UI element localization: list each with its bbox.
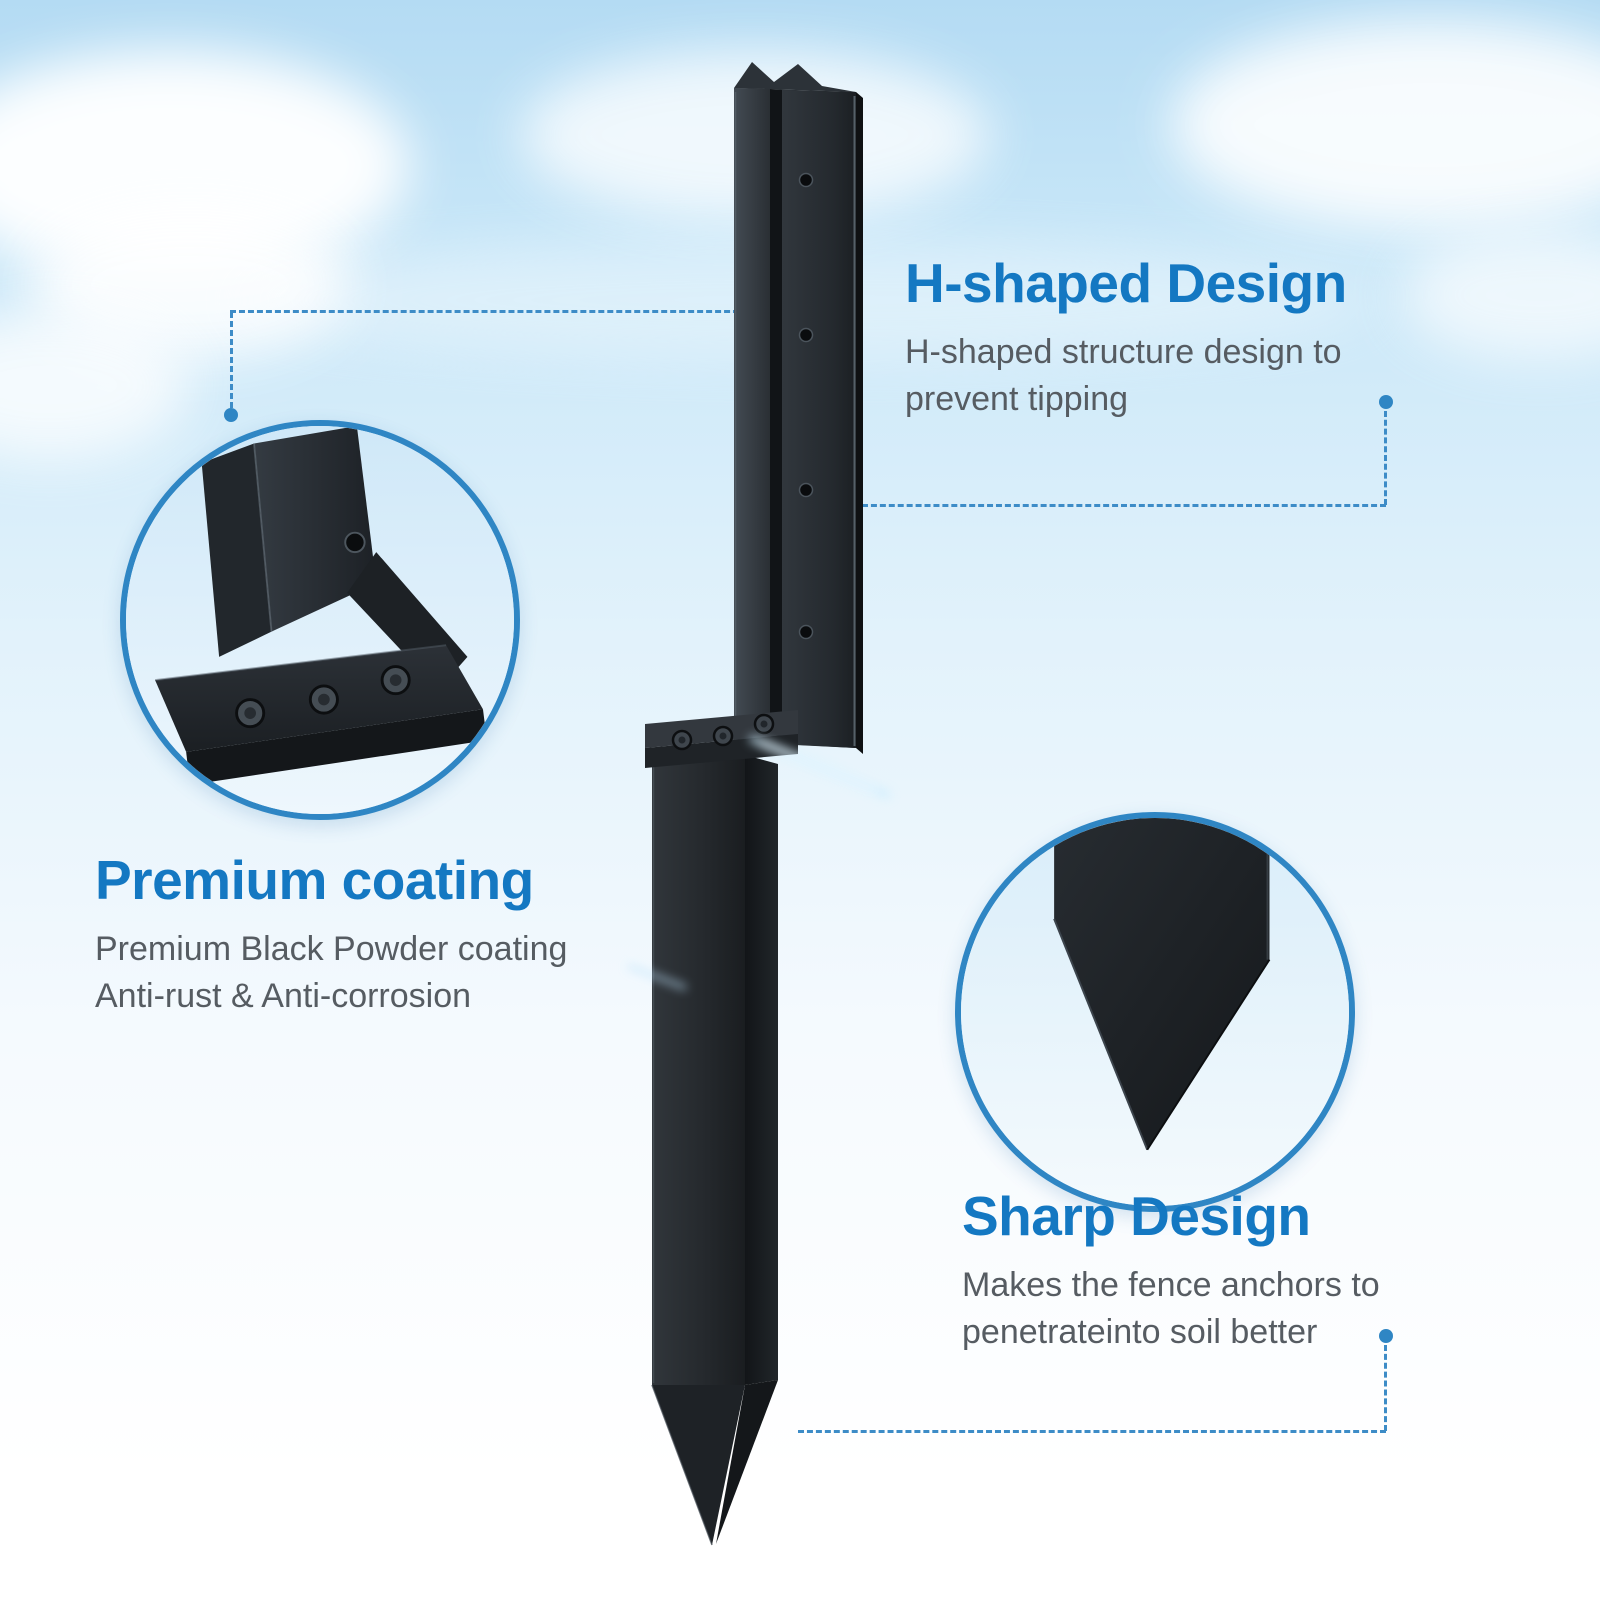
connector-line-hshaped — [1384, 411, 1387, 505]
feature-sharp-design: Sharp Design Makes the fence anchors to … — [962, 1185, 1522, 1356]
bracket-corner-closeup — [126, 426, 514, 814]
connector-dot-sharp — [1379, 1329, 1393, 1343]
connector-line-coating — [230, 312, 233, 408]
feature-premium-coating: Premium coating Premium Black Powder coa… — [95, 849, 715, 1020]
feature-hshaped: H-shaped Design H-shaped structure desig… — [905, 252, 1465, 423]
upper-h-post — [734, 62, 863, 754]
feature-premium-coating-title: Premium coating — [95, 849, 534, 911]
light-flares — [627, 338, 892, 1448]
connector-line-sharp — [1384, 1345, 1387, 1431]
tip-detail-callout — [955, 812, 1355, 1212]
bolt-closeup — [235, 665, 411, 729]
feature-hshaped-description: H-shaped structure design to prevent tip… — [905, 332, 1342, 418]
connector-dot-coating — [224, 408, 238, 422]
connector-line-hshaped — [862, 504, 1386, 507]
fence-post-anchor-image — [627, 62, 892, 1546]
feature-hshaped-title: H-shaped Design — [905, 252, 1347, 314]
feature-sharp-design-title: Sharp Design — [962, 1185, 1311, 1247]
connector-line-coating — [230, 310, 766, 313]
bolts — [671, 713, 775, 751]
coating-detail-callout — [120, 420, 520, 820]
feature-sharp-design-description: Makes the fence anchors to penetrateinto… — [962, 1265, 1380, 1351]
cloud-decoration — [1170, 20, 1600, 230]
mounting-holes — [798, 172, 814, 640]
junction-plate — [645, 710, 798, 768]
connector-line-sharp — [798, 1430, 1386, 1433]
ground-stake — [651, 755, 778, 1546]
feature-premium-coating-description: Premium Black Powder coating Anti-rust &… — [95, 929, 568, 1015]
connector-dot-hshaped — [1379, 395, 1393, 409]
sharp-tip-closeup — [961, 818, 1349, 1206]
